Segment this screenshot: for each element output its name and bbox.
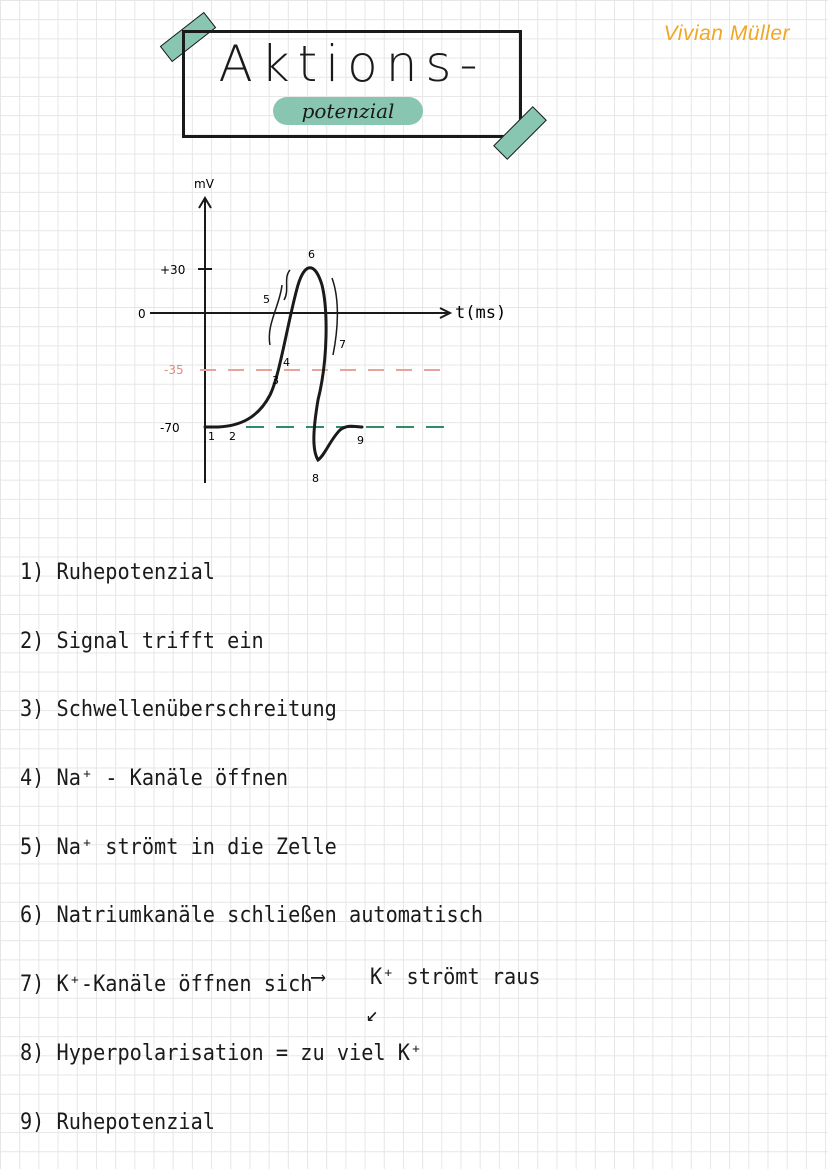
list-item: 8) Hyperpolarisation = zu viel K⁺ <box>20 1040 423 1066</box>
step-list: 1) Ruhepotenzial 2) Signal trifft ein 3)… <box>20 548 523 1166</box>
list-item: 1) Ruhepotenzial <box>20 560 215 585</box>
author-name: Vivian Müller <box>663 22 790 45</box>
arrow-down: ↙ <box>366 1002 379 1027</box>
point-label-9: 9 <box>357 434 364 447</box>
page-title: Aktions- <box>218 35 486 93</box>
tick-label-zero: 0 <box>138 307 146 321</box>
list-item: 2) Signal trifft ein <box>20 628 264 654</box>
y-axis-arrow <box>198 196 212 209</box>
list-item: 9) Ruhepotenzial <box>20 1109 215 1135</box>
point-label-2: 2 <box>229 430 236 443</box>
bracket-5 <box>283 269 291 301</box>
x-axis-arrow <box>439 307 453 319</box>
list-item: 4) Na⁺ - Kanäle öffnen <box>20 766 289 792</box>
point-label-1: 1 <box>208 430 215 443</box>
title-box: Aktions- potenzial <box>182 30 522 138</box>
point-label-4: 4 <box>283 356 290 369</box>
point-label-6: 6 <box>308 248 315 261</box>
tick-label-plus30: +30 <box>160 263 185 277</box>
point-label-8: 8 <box>312 472 319 485</box>
bracket-7 <box>331 277 339 356</box>
k-outflow-note: K⁺ strömt raus <box>370 965 541 990</box>
y-axis-label: mV <box>194 177 215 191</box>
arrow-right: ⟶ <box>312 965 325 990</box>
point-label-3: 3 <box>272 374 279 387</box>
bracket-4 <box>268 284 283 346</box>
action-potential-graph: mV t(ms) +30 0 -35 -70 1 2 3 4 5 6 7 8 9 <box>138 177 506 485</box>
list-item: 3) Schwellenüberschreitung <box>20 697 337 723</box>
tick-label-minus70: -70 <box>160 421 180 435</box>
potential-curve <box>203 266 364 463</box>
tick-label-minus35: -35 <box>164 363 184 377</box>
point-label-5: 5 <box>263 293 270 306</box>
list-item: 5) Na⁺ strömt in die Zelle <box>20 834 337 860</box>
list-item: 6) Natriumkanäle schließen automatisch <box>20 903 484 929</box>
page-subtitle: potenzial <box>273 97 423 125</box>
point-label-7: 7 <box>339 338 346 351</box>
list-item: 7) K⁺-Kanäle öffnen sich <box>20 972 313 998</box>
x-axis-label: t(ms) <box>455 303 506 323</box>
